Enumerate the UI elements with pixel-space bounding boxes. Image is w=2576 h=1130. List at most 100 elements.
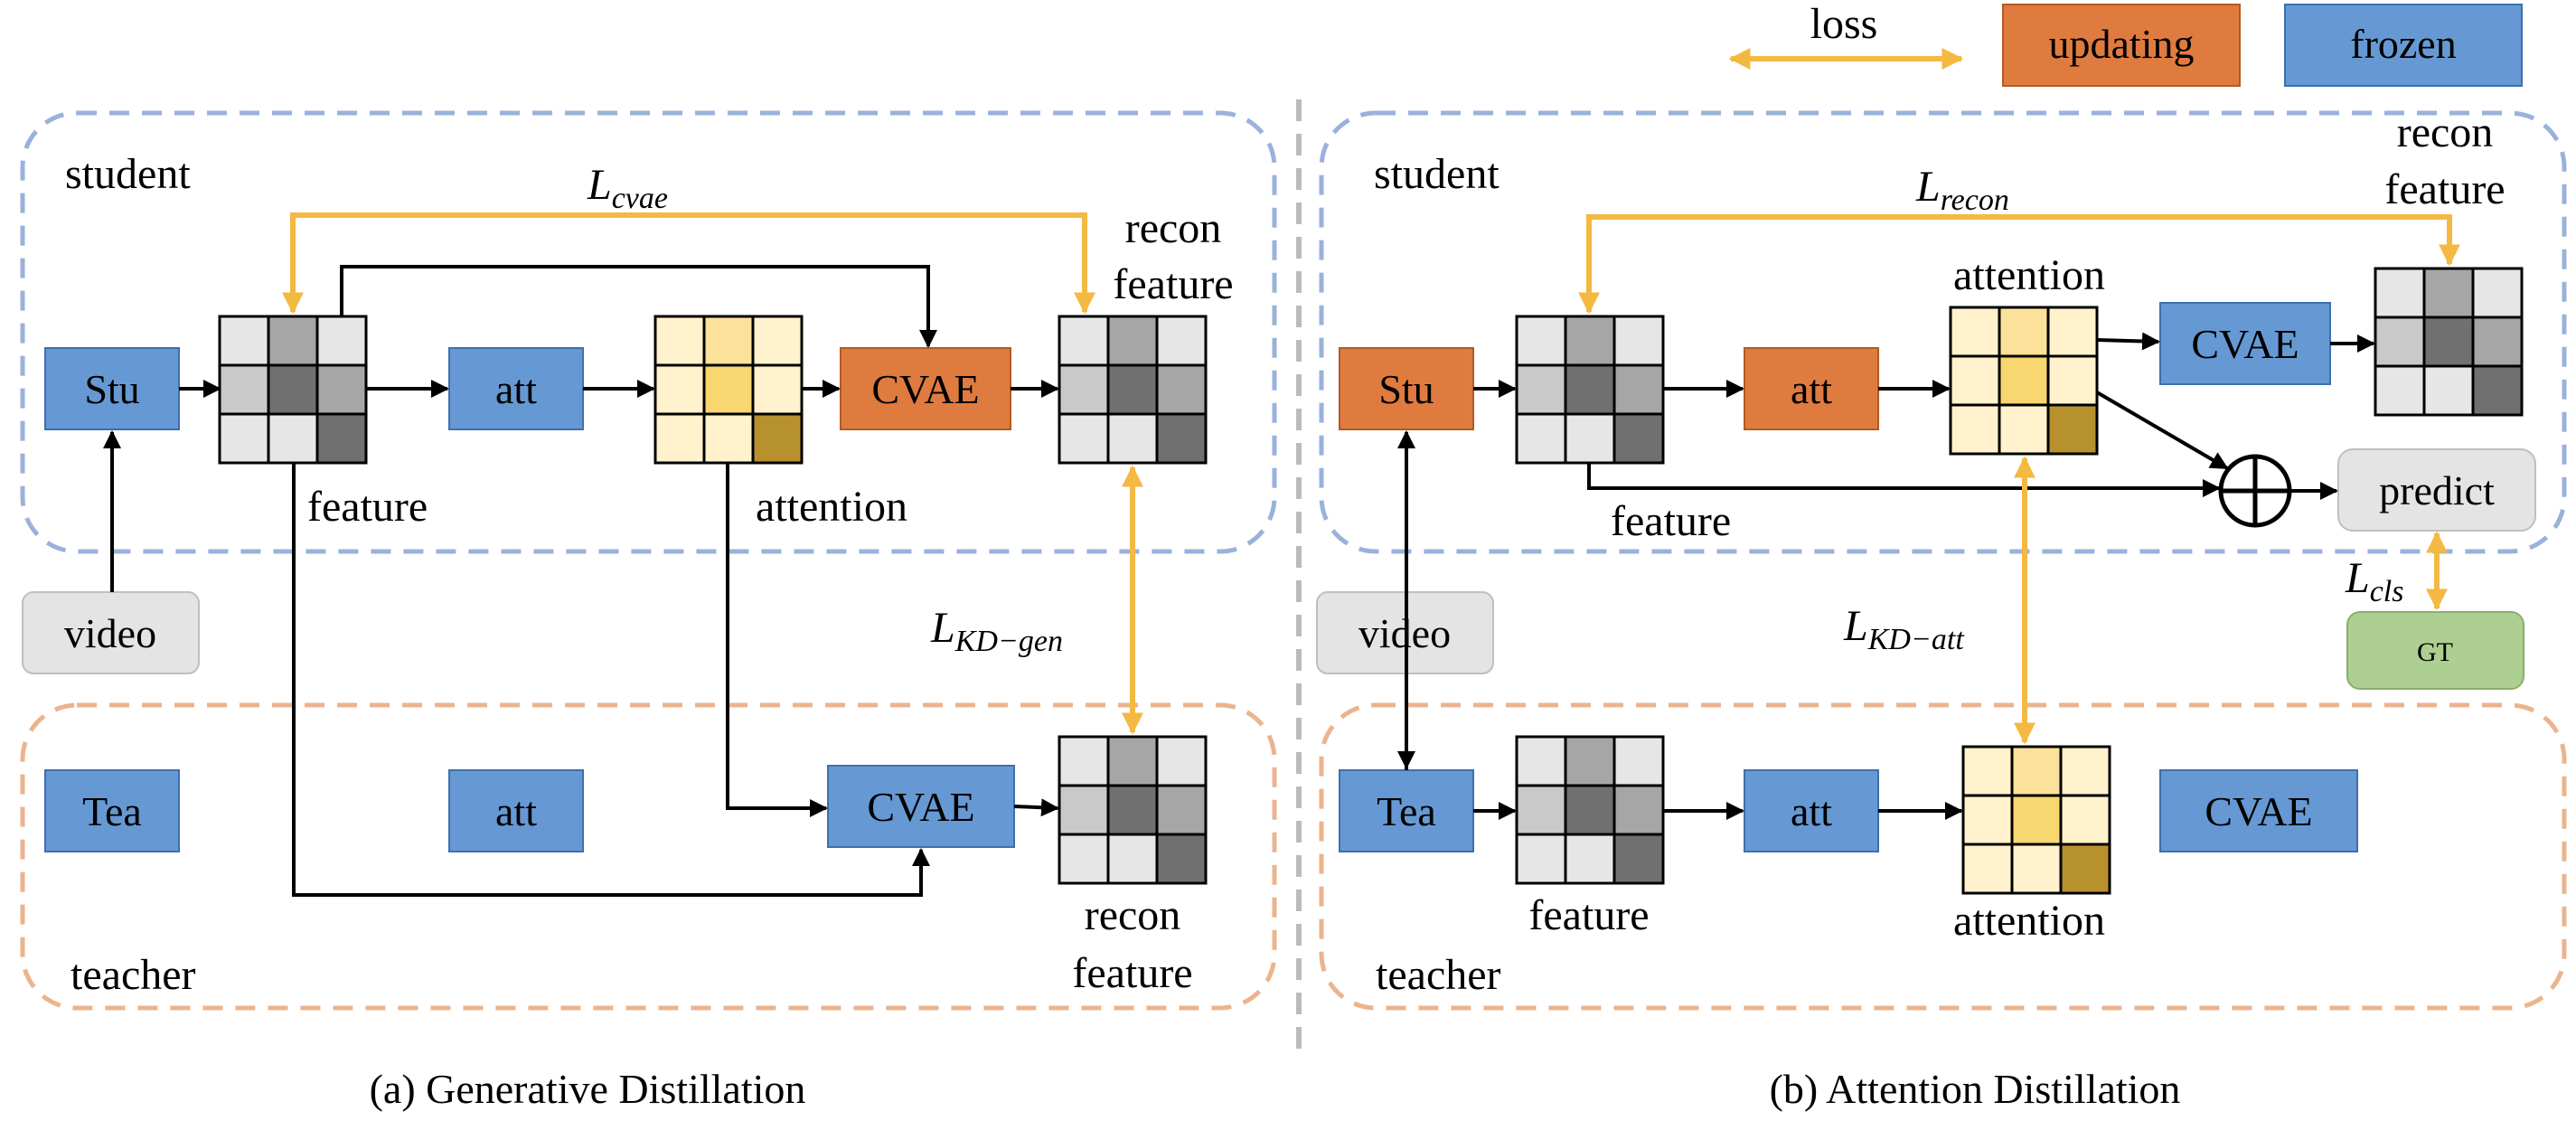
panel-b-att-text: att <box>1791 366 1832 412</box>
panel-b-gt-text: GT <box>2417 637 2453 667</box>
grid-cell <box>1058 833 1110 885</box>
panel-a-recon-grid-top <box>1058 315 1208 465</box>
panel-a-recon-bottom-label-1: recon <box>1085 891 1181 939</box>
panel-b-feature-grid-teacher <box>1515 735 1665 885</box>
grid-cell <box>2471 364 2524 417</box>
panel-a-feature-label: feature <box>307 483 428 531</box>
grid-cell <box>1155 784 1208 836</box>
grid-cell <box>1058 363 1110 416</box>
grid-cell <box>218 315 270 367</box>
grid-cell <box>1106 735 1159 787</box>
grid-cell <box>2422 267 2475 319</box>
panel-b-sum-node <box>2218 454 2292 528</box>
panel-b: student teacher Stu feature att attentio… <box>1316 108 2567 1112</box>
legend-loss-label: loss <box>1810 0 1878 48</box>
grid-cell <box>1612 784 1665 836</box>
grid-cell <box>2010 794 2063 846</box>
panel-b-attention-student-label: attention <box>1953 251 2105 299</box>
grid-cell <box>267 315 319 367</box>
panel-b-teacher-label: teacher <box>1376 951 1501 999</box>
legend-frozen-label: frozen <box>2350 21 2456 67</box>
grid-cell <box>1998 354 2050 407</box>
panel-a-recon-bottom-label-2: feature <box>1072 949 1192 997</box>
grid-cell <box>1612 315 1665 367</box>
grid-cell <box>2374 315 2426 368</box>
grid-cell <box>1515 412 1567 465</box>
panel-a-teacher-label: teacher <box>71 951 196 999</box>
grid-cell <box>2059 745 2111 797</box>
grid-cell <box>2374 267 2426 319</box>
panel-a-tea-text: Tea <box>82 788 142 834</box>
grid-cell <box>1106 315 1159 367</box>
grid-cell <box>315 363 368 416</box>
panel-a-cvae-student-text: CVAE <box>871 366 979 412</box>
grid-cell <box>1155 833 1208 885</box>
panel-b-caption: (b) Attention Distillation <box>1770 1066 2181 1112</box>
panel-a-teacher-region <box>20 702 1277 1011</box>
panel-b-feature-student-label: feature <box>1611 497 1731 545</box>
panel-a-stu-text: Stu <box>84 366 139 412</box>
grid-cell <box>2422 364 2475 417</box>
grid-cell <box>653 412 706 465</box>
grid-cell <box>1998 403 2050 456</box>
grid-cell <box>1949 306 2001 358</box>
grid-cell <box>1564 363 1616 416</box>
legend-frozen-swatch <box>2284 4 2523 87</box>
grid-cell <box>1564 735 1616 787</box>
legend-updating-label: updating <box>2049 21 2195 67</box>
panel-b-recon-label-2: feature <box>2384 165 2505 213</box>
grid-cell <box>2471 315 2524 368</box>
grid-cell <box>1155 412 1208 465</box>
panel-b-tea-text: Tea <box>1377 788 1436 834</box>
panel-b-attention-teacher-label: attention <box>1953 897 2105 945</box>
grid-cell <box>267 412 319 465</box>
grid-cell <box>315 412 368 465</box>
grid-cell <box>1515 833 1567 885</box>
grid-cell <box>702 315 755 367</box>
grid-cell <box>1155 735 1208 787</box>
grid-cell <box>702 363 755 416</box>
panel-b-predict-box <box>2337 448 2536 532</box>
grid-cell <box>2422 315 2475 368</box>
panel-b-stu-text: Stu <box>1378 366 1434 412</box>
panel-b-recon-grid <box>2374 267 2524 417</box>
grid-cell <box>1949 354 2001 407</box>
grid-cell <box>653 363 706 416</box>
grid-cell <box>2374 364 2426 417</box>
grid-cell <box>1612 833 1665 885</box>
grid-cell <box>2046 403 2099 456</box>
grid-cell <box>1058 412 1110 465</box>
panel-b-loss-cls: Lcls <box>2345 554 2403 608</box>
panel-a-cvae-student-box <box>840 347 1011 430</box>
grid-cell <box>751 412 804 465</box>
panel-b-student-label: student <box>1374 150 1500 198</box>
panel-b-loss-recon: Lrecon <box>1915 163 2009 217</box>
panel-b-attention-grid-student <box>1949 306 2099 456</box>
grid-cell <box>1961 794 2014 846</box>
panel-b-feature-teacher-label: feature <box>1528 891 1649 939</box>
grid-cell <box>1998 306 2050 358</box>
grid-cell <box>1612 363 1665 416</box>
legend-updating-swatch <box>2002 4 2241 87</box>
grid-cell <box>1058 735 1110 787</box>
panel-a-student-region <box>20 110 1277 554</box>
panel-b-cvae-student-box <box>2159 302 2331 385</box>
legend: loss updating frozen <box>1728 0 2523 87</box>
panel-b-feature-grid-student <box>1515 315 1665 465</box>
panel-b-predict-text: predict <box>2379 467 2495 513</box>
panel-a-feature-grid <box>218 315 368 465</box>
panel-a-recon-top-label-2: feature <box>1113 260 1233 308</box>
grid-cell <box>1106 363 1159 416</box>
grid-cell <box>2059 794 2111 846</box>
grid-cell <box>1564 833 1616 885</box>
grid-cell <box>1564 784 1616 836</box>
grid-cell <box>2471 267 2524 319</box>
panel-b-att-box <box>1744 347 1879 430</box>
grid-cell <box>1058 784 1110 836</box>
grid-cell <box>1564 412 1616 465</box>
panel-b-att-teacher-text: att <box>1791 788 1832 834</box>
grid-cell <box>1155 363 1208 416</box>
grid-cell <box>1564 315 1616 367</box>
panel-a-att-teacher-box <box>448 769 584 852</box>
